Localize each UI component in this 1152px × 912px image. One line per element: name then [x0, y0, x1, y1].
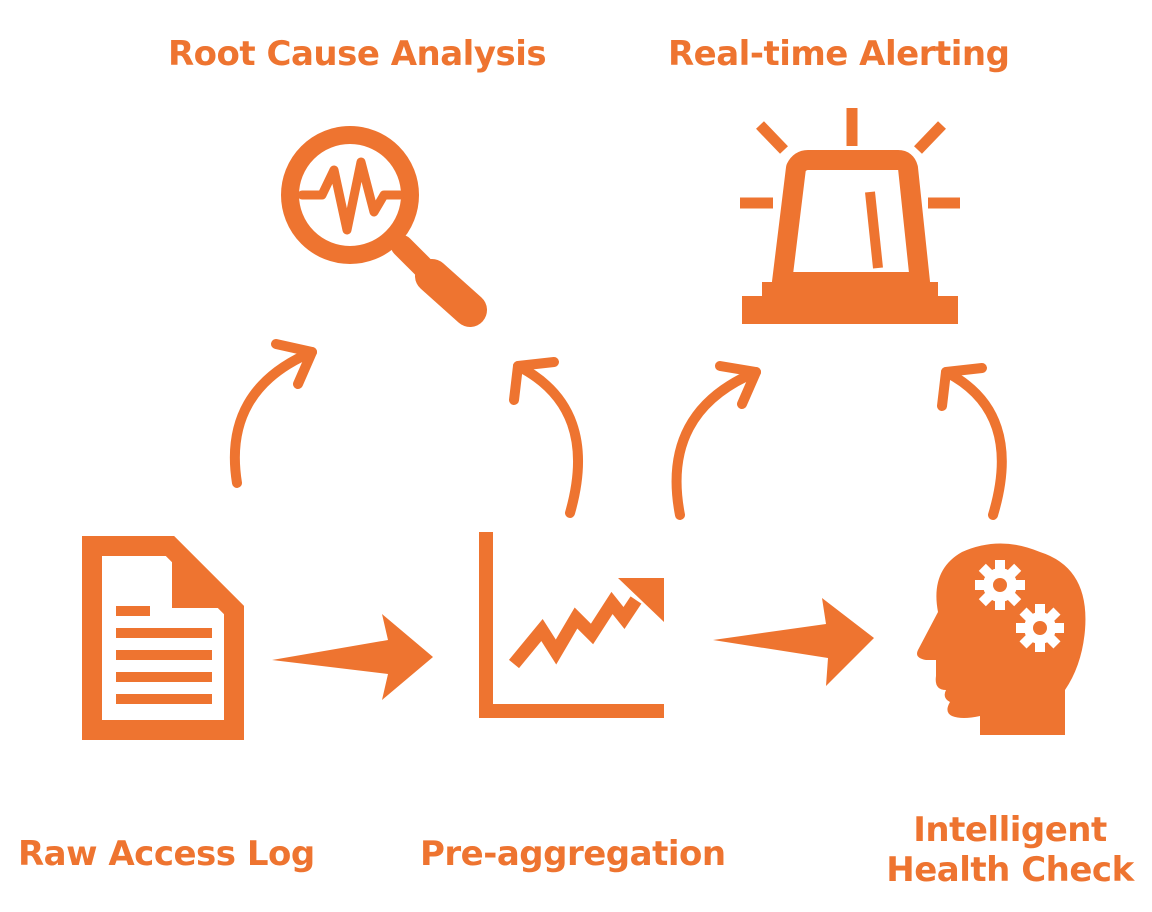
label-pre-aggregation: Pre-aggregation — [420, 834, 726, 874]
curved-arrow-preaggregation-to-alerting — [671, 361, 761, 520]
label-intelligent-health-check: Intelligent Health Check — [870, 810, 1150, 890]
curved-arrow-raw-to-rca — [229, 339, 317, 488]
curved-arrow-healthcheck-to-alerting — [937, 363, 1007, 520]
head-gears-icon — [917, 543, 1086, 735]
siren-icon — [740, 108, 960, 324]
label-intelligent-health-check-line2: Health Check — [886, 850, 1134, 890]
magnifier-pulse-icon — [281, 126, 487, 327]
gear-icon — [1016, 604, 1064, 652]
label-intelligent-health-check-line1: Intelligent — [913, 810, 1107, 850]
rising-chart-icon — [479, 532, 664, 718]
gear-icon — [975, 560, 1025, 610]
arrow-raw-to-preaggregation — [272, 614, 433, 700]
label-raw-access-log: Raw Access Log — [18, 834, 315, 874]
curved-arrow-preaggregation-to-rca — [509, 357, 583, 518]
arrow-preaggregation-to-healthcheck — [713, 598, 874, 686]
document-icon — [82, 536, 244, 740]
label-real-time-alerting: Real-time Alerting — [668, 34, 1010, 74]
label-root-cause-analysis: Root Cause Analysis — [168, 34, 547, 74]
